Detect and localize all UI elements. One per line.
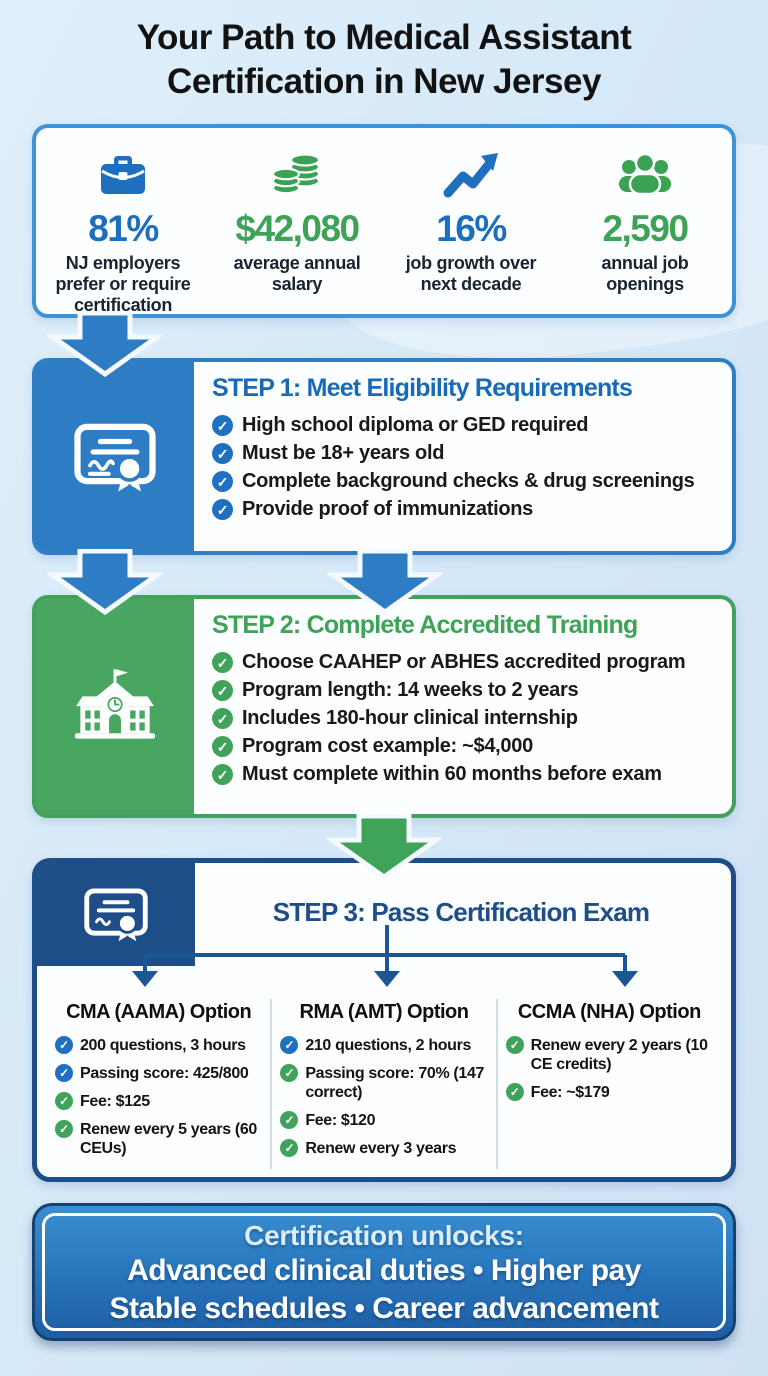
- stat-label: average annual salary: [233, 253, 361, 294]
- step3-icon-tile: [37, 863, 195, 966]
- check-icon: [212, 764, 233, 785]
- page-title-line2: Certification in New Jersey: [167, 62, 601, 101]
- check-icon: [212, 736, 233, 757]
- checklist-item: 200 questions, 3 hours: [55, 1036, 262, 1055]
- option-cma: CMA (AAMA) Option 200 questions, 3 hours…: [47, 999, 270, 1169]
- stat-value: 81%: [88, 208, 159, 249]
- growth-arrow-icon: [384, 146, 558, 204]
- check-icon: [212, 443, 233, 464]
- checklist-item: Renew every 2 years (10 CE credits): [505, 1036, 713, 1074]
- check-icon: [55, 1092, 73, 1110]
- down-arrow-icon: [47, 311, 163, 377]
- step1-panel: STEP 1: Meet Eligibility Requirements Hi…: [32, 358, 736, 555]
- stat-label: NJ employers prefer or require certifica…: [55, 253, 191, 315]
- footer-benefits-line1: Advanced clinical duties • Higher pay: [127, 1254, 641, 1287]
- stat-value: 2,590: [602, 208, 689, 249]
- check-icon: [212, 499, 233, 520]
- checklist-item: Program cost example: ~$4,000: [212, 732, 722, 760]
- coins-icon: [210, 146, 384, 204]
- page-title: Your Path to Medical Assistant Certifica…: [0, 16, 768, 104]
- checklist-item: Complete background checks & drug screen…: [212, 467, 722, 495]
- page-title-line1: Your Path to Medical Assistant: [136, 18, 632, 57]
- option-title: RMA (AMT) Option: [299, 1001, 469, 1023]
- checklist-item: High school diploma or GED required: [212, 411, 722, 439]
- option-title: CCMA (NHA) Option: [517, 1001, 701, 1023]
- checklist-item: Renew every 5 years (60 CEUs): [55, 1120, 262, 1158]
- check-icon: [212, 708, 233, 729]
- option-title: CMA (AAMA) Option: [66, 1001, 252, 1023]
- stat-value: 16%: [436, 208, 507, 249]
- step2-title: STEP 2: Complete Accredited Training: [212, 611, 638, 639]
- check-icon: [280, 1139, 299, 1157]
- checklist-item: Fee: ~$179: [505, 1083, 713, 1102]
- stats-panel: 81% NJ employers prefer or require certi…: [32, 124, 736, 318]
- step2-checklist: Choose CAAHEP or ABHES accredited progra…: [212, 648, 722, 788]
- step3-panel: STEP 3: Pass Certification Exam CMA (AAM…: [32, 858, 736, 1182]
- stat-salary: $42,080 average annual salary: [210, 128, 384, 314]
- stat-label: job growth over next decade: [405, 253, 537, 294]
- option-checklist: Renew every 2 years (10 CE credits) Fee:…: [505, 1036, 713, 1102]
- step3-title: STEP 3: Pass Certification Exam: [272, 897, 650, 927]
- stat-employers: 81% NJ employers prefer or require certi…: [36, 128, 210, 315]
- check-icon: [55, 1036, 73, 1054]
- check-icon: [212, 415, 233, 436]
- option-ccma: CCMA (NHA) Option Renew every 2 years (1…: [495, 999, 721, 1169]
- option-checklist: 210 questions, 2 hours Passing score: 70…: [280, 1036, 487, 1158]
- checklist-item: Fee: $120: [280, 1111, 487, 1130]
- checklist-item: Must be 18+ years old: [212, 439, 722, 467]
- checklist-item: Program length: 14 weeks to 2 years: [212, 676, 722, 704]
- check-icon: [212, 471, 233, 492]
- down-arrow-icon: [47, 549, 163, 615]
- footer-banner: Certification unlocks: Advanced clinical…: [32, 1203, 736, 1341]
- down-arrow-icon: [327, 549, 443, 615]
- step2-icon-tile: [36, 599, 194, 814]
- option-rma: RMA (AMT) Option 210 questions, 2 hours …: [270, 999, 495, 1169]
- stat-growth: 16% job growth over next decade: [384, 128, 558, 314]
- footer-benefits-line2: Stable schedules • Career advancement: [109, 1292, 659, 1325]
- step1-icon-tile: [36, 362, 194, 551]
- check-icon: [280, 1036, 299, 1054]
- check-icon: [280, 1111, 299, 1129]
- exam-options: CMA (AAMA) Option 200 questions, 3 hours…: [47, 999, 721, 1169]
- checklist-item: 210 questions, 2 hours: [280, 1036, 487, 1055]
- school-icon: [63, 652, 167, 761]
- step1-title: STEP 1: Meet Eligibility Requirements: [212, 374, 633, 402]
- people-icon: [558, 146, 732, 204]
- footer-heading: Certification unlocks:: [244, 1220, 524, 1251]
- check-icon: [505, 1083, 524, 1101]
- checklist-item: Fee: $125: [55, 1092, 262, 1111]
- checklist-item: Passing score: 70% (147 correct): [280, 1064, 487, 1102]
- check-icon: [55, 1064, 73, 1082]
- stat-openings: 2,590 annual job openings: [558, 128, 732, 314]
- checklist-item: Must complete within 60 months before ex…: [212, 760, 722, 788]
- check-icon: [280, 1064, 299, 1082]
- check-icon: [55, 1120, 73, 1138]
- checklist-item: Choose CAAHEP or ABHES accredited progra…: [212, 648, 722, 676]
- step2-panel: STEP 2: Complete Accredited Training Cho…: [32, 595, 736, 818]
- checklist-item: Passing score: 425/800: [55, 1064, 262, 1083]
- stat-label: annual job openings: [601, 253, 689, 294]
- checklist-item: Renew every 3 years: [280, 1139, 487, 1158]
- down-arrow-icon: [326, 814, 442, 880]
- certificate-icon: [65, 404, 165, 509]
- checklist-item: Includes 180-hour clinical internship: [212, 704, 722, 732]
- check-icon: [212, 680, 233, 701]
- checklist-item: Provide proof of immunizations: [212, 495, 722, 523]
- branch-connector: [132, 925, 638, 987]
- certificate-icon: [77, 873, 155, 956]
- check-icon: [505, 1036, 524, 1054]
- step1-checklist: High school diploma or GED required Must…: [212, 411, 722, 523]
- check-icon: [212, 652, 233, 673]
- stat-value: $42,080: [235, 208, 360, 249]
- option-checklist: 200 questions, 3 hours Passing score: 42…: [55, 1036, 262, 1158]
- briefcase-icon: [36, 146, 210, 204]
